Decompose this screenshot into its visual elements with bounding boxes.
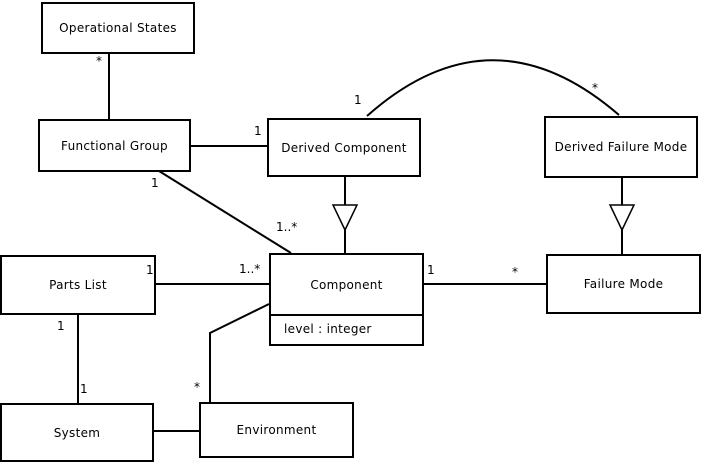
- multiplicity-arc-star: *: [592, 81, 598, 95]
- association-environment-component: [209, 303, 270, 402]
- multiplicity-partslist-system-one-bottom: 1: [80, 382, 88, 396]
- class-failure-mode[interactable]: Failure Mode: [546, 254, 701, 314]
- class-operational-states[interactable]: Operational States: [41, 2, 195, 54]
- generalization-triangle-failuremode: [608, 204, 636, 232]
- class-component[interactable]: Component level : integer: [269, 253, 424, 346]
- class-environment[interactable]: Environment: [199, 402, 354, 458]
- class-name-environment: Environment: [236, 423, 317, 437]
- class-name-operational-states: Operational States: [59, 21, 177, 35]
- class-name-failure-mode: Failure Mode: [583, 277, 664, 291]
- multiplicity-failuremode-star: *: [512, 265, 518, 279]
- multiplicity-operationalstates-star: *: [96, 54, 102, 68]
- class-system[interactable]: System: [0, 403, 154, 462]
- multiplicity-component-one: 1: [427, 263, 435, 277]
- multiplicity-environment-star: *: [194, 380, 200, 394]
- multiplicity-arc-one: 1: [354, 93, 362, 107]
- component-attribute-level: level : integer: [284, 322, 372, 336]
- multiplicity-partslist-one: 1: [146, 263, 154, 277]
- class-name-parts-list: Parts List: [49, 278, 107, 292]
- multiplicity-functionalgroup-component-many: 1..*: [276, 220, 298, 234]
- generalization-triangle-component: [331, 204, 359, 232]
- class-parts-list[interactable]: Parts List: [0, 255, 156, 315]
- association-arc-derivedcomponent-derivedfailuremode: [366, 59, 620, 117]
- class-derived-component[interactable]: Derived Component: [267, 118, 421, 177]
- multiplicity-derivedcomponent-one: 1: [254, 124, 262, 138]
- class-name-derived-component: Derived Component: [281, 140, 407, 155]
- multiplicity-functionalgroup-one: 1: [151, 176, 159, 190]
- class-derived-failure-mode[interactable]: Derived Failure Mode: [544, 116, 698, 178]
- class-name-derived-failure-mode: Derived Failure Mode: [554, 140, 688, 154]
- component-attribute-compartment: level : integer: [271, 316, 422, 342]
- association-functionalgroup-component: [158, 170, 292, 254]
- multiplicity-partslist-component-many: 1..*: [239, 262, 261, 276]
- multiplicity-partslist-system-one-top: 1: [57, 319, 65, 333]
- class-name-component: Component: [310, 277, 383, 292]
- class-name-system: System: [53, 425, 101, 440]
- class-functional-group[interactable]: Functional Group: [38, 119, 191, 172]
- class-name-functional-group: Functional Group: [61, 138, 168, 153]
- component-name-compartment: Component: [271, 255, 422, 316]
